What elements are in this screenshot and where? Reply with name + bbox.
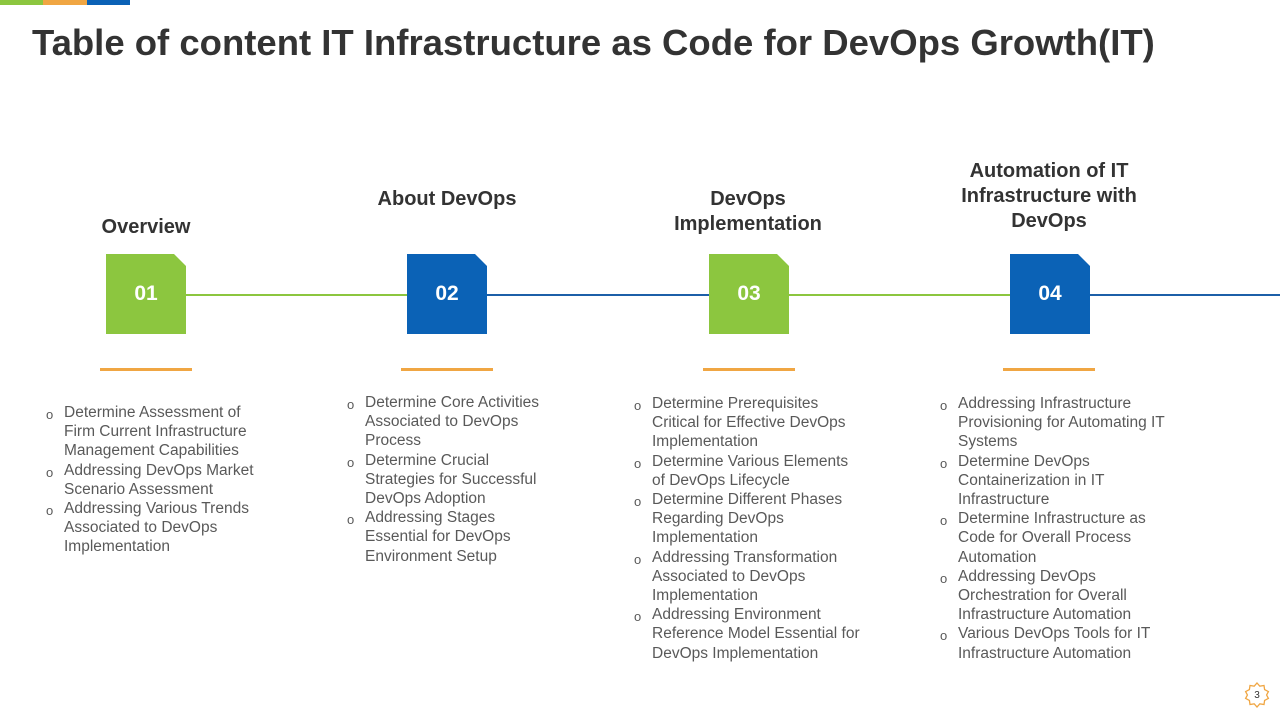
section-underline — [703, 368, 795, 371]
section-number: 04 — [1038, 282, 1062, 305]
section-number-box: 02 — [407, 254, 487, 334]
page-number-badge-icon — [1244, 682, 1270, 708]
section-item-list: Addressing Infrastructure Provisioning f… — [940, 394, 1170, 663]
list-item: Addressing Stages Essential for DevOps E… — [347, 508, 557, 566]
list-item: Determine Different Phases Regarding Dev… — [634, 490, 864, 548]
section-number-box: 01 — [106, 254, 186, 334]
accent-bar-green — [0, 0, 43, 5]
section-heading-overview: Overview — [101, 216, 191, 238]
section-number: 03 — [737, 282, 761, 305]
section-number-box: 04 — [1010, 254, 1090, 334]
section-number-box: 03 — [709, 254, 789, 334]
list-item: Determine Assessment of Firm Current Inf… — [46, 403, 256, 461]
list-item: Various DevOps Tools for IT Infrastructu… — [940, 624, 1170, 662]
list-item: Determine Crucial Strategies for Success… — [347, 451, 557, 509]
list-item: Addressing Environment Reference Model E… — [634, 605, 864, 663]
list-item: Determine Core Activities Associated to … — [347, 393, 557, 451]
list-item: Addressing Infrastructure Provisioning f… — [940, 394, 1170, 452]
section-item-list: Determine Assessment of Firm Current Inf… — [46, 403, 256, 557]
section-underline — [1003, 368, 1095, 371]
list-item: Addressing DevOps Orchestration for Over… — [940, 567, 1170, 625]
timeline-line-segment — [748, 294, 1049, 296]
accent-bar-orange — [43, 0, 87, 5]
list-item: Addressing DevOps Market Scenario Assess… — [46, 461, 256, 499]
timeline-line-segment — [447, 294, 748, 296]
timeline-line-segment — [146, 294, 447, 296]
accent-bar-blue — [87, 0, 130, 5]
section-heading-about-devops: About DevOps — [377, 188, 517, 210]
section-underline — [401, 368, 493, 371]
section-heading-automation: Automation of IT Infrastructure with Dev… — [961, 160, 1137, 232]
list-item: Determine Various Elements of DevOps Lif… — [634, 452, 864, 490]
page-title: Table of content IT Infrastructure as Co… — [32, 22, 1155, 63]
section-heading-devops-implementation: DevOps Implementation — [674, 188, 822, 235]
timeline-line-segment — [1049, 294, 1280, 296]
section-number: 02 — [435, 282, 459, 305]
list-item: Determine Infrastructure as Code for Ove… — [940, 509, 1170, 567]
list-item: Determine Prerequisites Critical for Eff… — [634, 394, 864, 452]
list-item: Determine DevOps Containerization in IT … — [940, 452, 1170, 510]
page-number: 3 — [1254, 689, 1260, 701]
list-item: Addressing Various Trends Associated to … — [46, 499, 256, 557]
list-item: Addressing Transformation Associated to … — [634, 548, 864, 606]
section-item-list: Determine Prerequisites Critical for Eff… — [634, 394, 864, 663]
section-number: 01 — [134, 282, 158, 305]
section-item-list: Determine Core Activities Associated to … — [347, 393, 557, 566]
section-underline — [100, 368, 192, 371]
